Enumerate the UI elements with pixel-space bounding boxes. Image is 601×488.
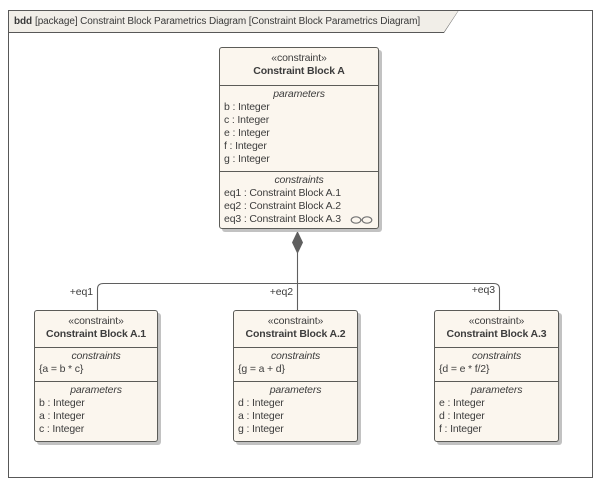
parameter-line: b : Integer [224,101,270,113]
constraint-block-a2[interactable]: «constraint» Constraint Block A.2 constr… [233,310,358,442]
parameter-line: c : Integer [224,114,270,126]
stereotype-label: «constraint» [468,315,525,327]
block-name: Constraint Block A.3 [446,328,547,340]
parameters-compartment-label: parameters [470,384,523,396]
constraints-compartment-label: constraints [274,174,324,186]
parameter-line: b : Integer [39,397,85,409]
diagram-frame-header-tab[interactable]: bdd[package] Constraint Block Parametric… [8,10,459,33]
parameter-line: c : Integer [39,423,85,435]
constraint-line: eq3 : Constraint Block A.3 [224,213,341,225]
frame-keyword: bdd [14,16,33,27]
parameters-compartment-label: parameters [269,384,322,396]
stereotype-label: «constraint» [267,315,324,327]
constraint-line: eq1 : Constraint Block A.1 [224,187,341,199]
parameter-line: f : Integer [224,140,267,152]
parameter-line: e : Integer [224,127,270,139]
linked-ovals-icon[interactable] [350,215,374,225]
parameter-line: d : Integer [238,397,284,409]
constraint-equation: {a = b * c} [39,363,84,375]
parameter-line: g : Integer [238,423,284,435]
parameter-line: e : Integer [439,397,485,409]
constraint-equation: {g = a + d} [238,363,285,375]
parameters-compartment-label: parameters [273,88,325,100]
parameter-line: a : Integer [238,410,284,422]
parameter-line: g : Integer [224,153,270,165]
parameter-line: a : Integer [39,410,85,422]
block-name: Constraint Block A.2 [245,328,346,340]
role-label-eq3: +eq3 [471,284,495,296]
stereotype-label: «constraint» [271,52,327,64]
parameters-compartment-label: parameters [70,384,122,396]
constraint-block-a1[interactable]: «constraint» Constraint Block A.1 constr… [34,310,158,442]
constraints-compartment-label: constraints [71,350,121,362]
constraints-compartment-label: constraints [471,350,522,362]
block-name: Constraint Block A.1 [46,328,146,340]
constraint-block-a[interactable]: «constraint» Constraint Block A paramete… [219,47,379,229]
constraints-compartment-label: constraints [270,350,321,362]
parameter-line: f : Integer [439,423,482,435]
role-label-eq2: +eq2 [269,286,293,298]
constraint-equation: {d = e * f/2} [439,363,490,375]
constraint-line: eq2 : Constraint Block A.2 [224,200,341,212]
parameter-line: d : Integer [439,410,485,422]
constraint-block-a3[interactable]: «constraint» Constraint Block A.3 constr… [434,310,559,442]
block-name: Constraint Block A [253,65,345,77]
frame-title: [package] Constraint Block Parametrics D… [35,16,421,27]
role-label-eq1: +eq1 [69,286,93,298]
stereotype-label: «constraint» [68,315,124,327]
